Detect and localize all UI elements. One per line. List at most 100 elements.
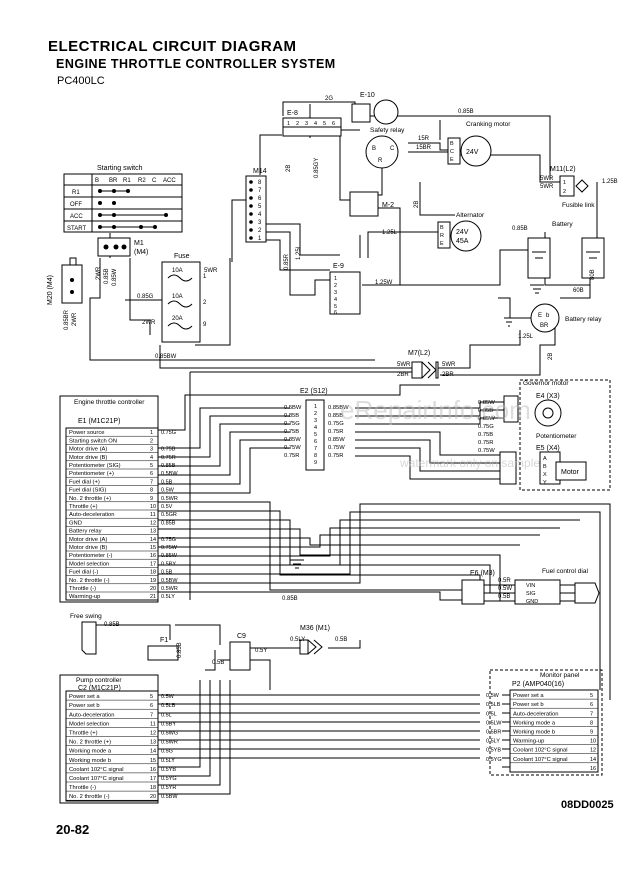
- battery-relay-label: Battery relay: [565, 316, 602, 323]
- e9-label: E-9: [333, 263, 344, 270]
- connector-m2: M-2: [349, 191, 394, 217]
- etc-row-name: Throttle (+): [69, 504, 98, 510]
- pump-row-wire: 0.5WG: [161, 731, 178, 737]
- etc-row-pin: 15: [150, 545, 156, 551]
- wire-label-5wr: 5WR: [204, 268, 218, 274]
- watermark-site: eRepairInfo.com: [340, 395, 531, 425]
- potentiometer: Potentiometer E5 (X4) A B X Y Motor: [499, 379, 611, 491]
- e8-pin-6: 6: [332, 121, 335, 127]
- etc-row-pin: 9: [150, 496, 153, 502]
- connector-e6: E6 (M3) 0.5R 0.5W 0.5B: [461, 570, 512, 605]
- pump-row-name: Power set b: [69, 703, 100, 709]
- pump-row-pin: 20: [150, 794, 156, 800]
- ss-row-acc: ACC: [70, 214, 83, 220]
- wire-label-05y: 0.5Y: [255, 648, 267, 654]
- svg-text:1: 1: [334, 276, 337, 282]
- svg-text:1: 1: [314, 404, 317, 410]
- governor-wire: 0.85W: [478, 400, 495, 406]
- monitor-row-wire: 0.5L: [486, 711, 497, 717]
- starting-switch: Starting switch B BR R1 R2 C ACC R1 OFF …: [63, 165, 183, 233]
- m14-pin-1: 1: [258, 236, 262, 242]
- pump-row-name: Throttle (-): [69, 785, 96, 791]
- pump-row-name: Coolant 102°C signal: [69, 767, 124, 773]
- wire-label-05b-c9: 0.5B: [212, 660, 224, 666]
- pot-pin-x: X: [543, 472, 547, 478]
- monitor-row-name: Working mode a: [513, 720, 556, 726]
- m14-wire-2b: 2B: [286, 165, 292, 172]
- br-pin-br: BR: [540, 323, 549, 329]
- starting-switch-label: Starting switch: [97, 165, 143, 172]
- m1-label: M1: [134, 240, 144, 247]
- fuse-pin-9: 9: [203, 322, 207, 328]
- pump-row-name: Auto-deceleration: [69, 712, 114, 718]
- pump-row-wire: 0.5YB: [161, 767, 176, 773]
- etc-row-name: GND: [69, 520, 82, 526]
- wiring: [89, 101, 611, 795]
- etc-row-name: Throttle (-): [69, 586, 96, 592]
- f1-label: F1: [160, 637, 168, 644]
- pump-row-pin: 14: [150, 749, 156, 755]
- fuel-dial-pin-gnd: GND: [526, 599, 538, 605]
- etc-row-name: Fuel dial (SIG): [69, 488, 106, 494]
- e2-right-wire: 0.75W: [328, 445, 345, 451]
- e5-label: E5 (X4): [536, 445, 560, 452]
- pot-pin-y: Y: [543, 480, 547, 486]
- etc-row-pin: 21: [150, 594, 156, 600]
- etc-row-wire: 0.75W: [161, 545, 178, 551]
- fuse-pin-2: 2: [203, 300, 207, 306]
- svg-text:3: 3: [334, 290, 337, 296]
- fuse-rating-2: 10A: [172, 294, 183, 300]
- etc-row-name: Motor drive (A): [69, 537, 107, 543]
- fuse-rating-1: 10A: [172, 268, 183, 274]
- svg-text:5: 5: [314, 432, 317, 438]
- pump-row-pin: 7: [150, 712, 153, 718]
- m7-wire-5wr: 5WR: [397, 362, 411, 368]
- safety-relay-pin-r: R: [378, 158, 383, 164]
- cm-pin-e: E: [450, 157, 454, 163]
- wire-label-085bw: 0.85BW: [155, 354, 177, 360]
- m36-label: M36 (M1): [300, 625, 330, 632]
- f1-wire-085b: 0.85B: [177, 642, 183, 658]
- e8-pin-3: 3: [305, 121, 308, 127]
- monitor-title: Monitor panel: [540, 672, 580, 679]
- monitor-row-name: Coolant 107°C signal: [513, 757, 568, 763]
- fuel-dial-label: Fuel control dial: [542, 568, 588, 575]
- connector-e8: E-8 1 2 3 4 5 6: [282, 110, 342, 137]
- etc-row-pin: 2: [150, 438, 153, 444]
- monitor-row-pin: 9: [590, 730, 593, 736]
- fuel-dial-pin-sig: SIG: [526, 591, 535, 597]
- m20-label: M20 (M4): [47, 275, 54, 305]
- etc-row-wire: 0.5BW: [161, 471, 178, 477]
- monitor-row-pin: 14: [590, 757, 596, 763]
- etc-row-name: Motor drive (A): [69, 447, 107, 453]
- m20-wire-085br: 0.85BR: [64, 309, 70, 330]
- m14-pin-6: 6: [258, 196, 262, 202]
- m7-wire-2br-right: 2BR: [442, 372, 454, 378]
- wire-label-2g: 2G: [325, 96, 333, 102]
- pump-row-pin: 18: [150, 785, 156, 791]
- monitor-row-wire: 0.5LB: [486, 702, 501, 708]
- monitor-panel: Monitor panel P2 (AMP040(16) Power set a…: [486, 669, 603, 776]
- pump-row-wire: 0.5BW: [161, 794, 178, 800]
- connector-m14: M14 8 7 6 5 4 3 2 1: [245, 168, 267, 243]
- etc-row-name: No. 2 throttle (+): [69, 496, 111, 502]
- governor-wire: 0.75B: [478, 432, 493, 438]
- pump-row-wire: 0.5YG: [161, 776, 177, 782]
- etc-row-name: Motor drive (B): [69, 545, 107, 551]
- cranking-motor-label: Cranking motor: [466, 121, 511, 128]
- svg-text:2: 2: [334, 283, 337, 289]
- e2-left-wire: 0.5BW: [284, 405, 302, 411]
- wire-label-15r: 15R: [418, 136, 430, 142]
- wire-label-085b-bat: 0.85B: [512, 226, 528, 232]
- etc-row-pin: 12: [150, 520, 156, 526]
- governor-wire: 0.75R: [478, 440, 493, 446]
- etc-row-wire: 0.5B: [161, 570, 173, 576]
- page-number: 20-82: [56, 822, 90, 837]
- m14-wire-125l: 1.25L: [296, 244, 302, 260]
- e2-right-wire: 0.85B: [328, 413, 343, 419]
- monitor-row-name: Power set a: [513, 693, 544, 699]
- wire-label-085b-mid: 0.85B: [282, 596, 298, 602]
- m2-label: M-2: [382, 202, 394, 209]
